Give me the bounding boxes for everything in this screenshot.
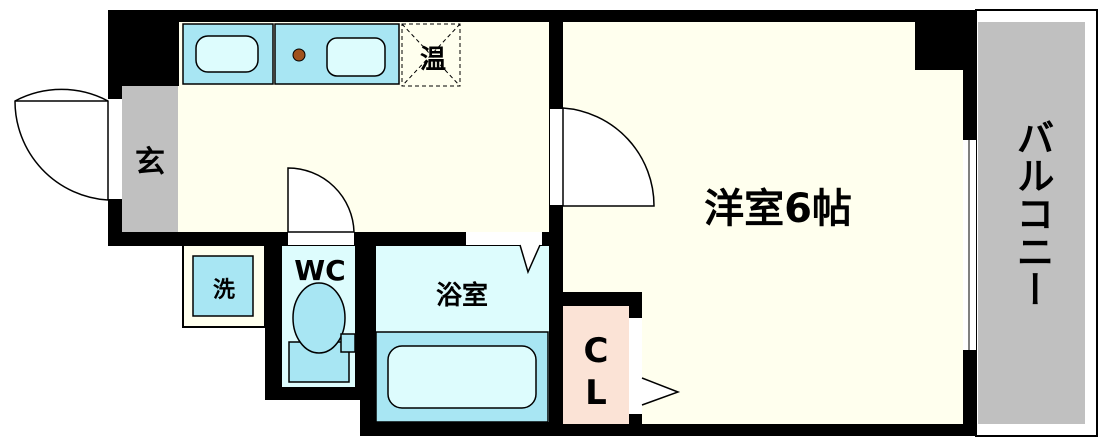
western-room-label: 洋室6帖 — [704, 186, 852, 232]
closet-label-c: C — [584, 331, 609, 371]
door-swings — [14, 88, 681, 406]
entrance-label: 玄 — [135, 145, 165, 180]
balcony-label: バルコニー — [1010, 118, 1054, 308]
bathtub — [375, 331, 549, 423]
stove-burner-icon — [292, 48, 306, 62]
closet-label-l: L — [585, 373, 607, 413]
sink-basin — [195, 35, 259, 73]
washer-pan — [192, 255, 254, 317]
genkan-floor — [122, 86, 178, 232]
balcony-floor — [978, 22, 1085, 424]
kitchen-counter — [182, 23, 461, 87]
openings — [108, 97, 976, 414]
wc-label: WC — [294, 254, 345, 287]
washer-label: 洗 — [213, 278, 235, 303]
stove-basin — [326, 37, 386, 77]
toilet-icon — [288, 282, 356, 383]
bath-label: 浴室 — [436, 280, 488, 311]
water-heater-label: 温 — [420, 45, 446, 75]
